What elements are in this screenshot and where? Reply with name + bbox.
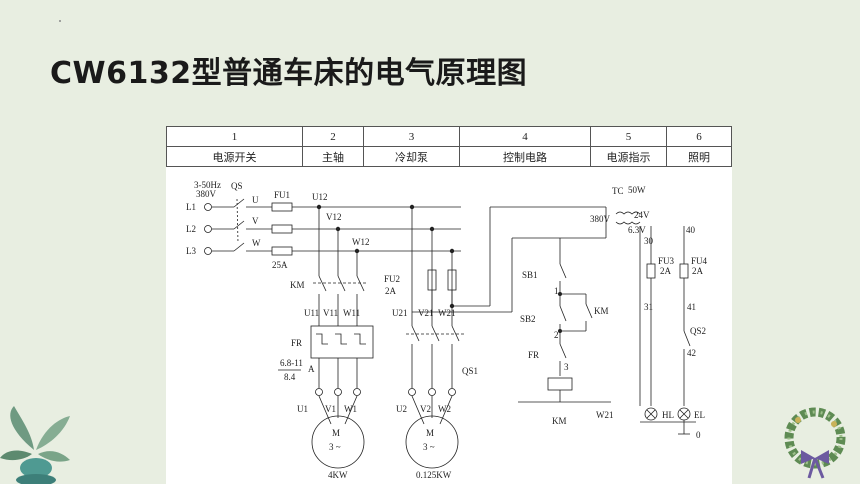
u21-label: U21 xyxy=(392,308,408,318)
zone-title: 照明 xyxy=(666,146,732,167)
qs2-label: QS2 xyxy=(690,326,706,336)
circuit-diagram: 3-50Hz 380V QS L1 L2 L3 U V W FU1 25A U1… xyxy=(186,180,708,480)
supply-frequency-label: 3-50Hz xyxy=(194,180,221,190)
motor1-power: 4KW xyxy=(328,470,348,480)
zone-number: 5 xyxy=(590,126,667,147)
l2-label: L2 xyxy=(186,224,196,234)
w2-label: W2 xyxy=(438,404,451,414)
zone-number-row: 1 2 3 4 5 6 xyxy=(166,126,732,147)
w-label: W xyxy=(252,238,261,248)
fr-setting-top: 6.8-11 xyxy=(280,358,303,368)
node-30: 30 xyxy=(644,236,654,246)
zone-title: 电源开关 xyxy=(166,146,303,167)
u2-label: U2 xyxy=(396,404,407,414)
l1-label: L1 xyxy=(186,202,196,212)
tc-label: TC xyxy=(612,186,624,196)
node-1: 1 xyxy=(554,286,559,296)
node-41: 41 xyxy=(687,302,696,312)
v21-label: V21 xyxy=(418,308,434,318)
w1-label: W1 xyxy=(344,404,357,414)
l3-label: L3 xyxy=(186,246,196,256)
node-42: 42 xyxy=(687,348,696,358)
fu1-label: FU1 xyxy=(274,190,290,200)
fu2-rating: 2A xyxy=(385,286,397,296)
node-2: 2 xyxy=(554,330,559,340)
node-0: 0 xyxy=(696,430,701,440)
v2-label: V2 xyxy=(420,404,431,414)
km-main-label: KM xyxy=(290,280,305,290)
w11-label: W11 xyxy=(343,308,360,318)
fr-unit: A xyxy=(308,364,315,374)
km-aux-label: KM xyxy=(594,306,609,316)
v11-label: V11 xyxy=(323,308,338,318)
sb2-label: SB2 xyxy=(520,314,536,324)
zone-title-row: 电源开关 主轴 冷却泵 控制电路 电源指示 照明 xyxy=(166,146,732,167)
motor1-m: M xyxy=(332,428,340,438)
tc-sec-6v3: 6.3V xyxy=(628,225,646,235)
hl-label: HL xyxy=(662,410,674,420)
zone-header-table: 1 2 3 4 5 6 电源开关 主轴 冷却泵 控制电路 电源指示 照明 xyxy=(166,126,732,167)
supply-voltage-label: 380V xyxy=(196,189,217,199)
fr-label: FR xyxy=(291,338,302,348)
speck-dot xyxy=(59,20,61,22)
schematic-sheet: 1 2 3 4 5 6 电源开关 主轴 冷却泵 控制电路 电源指示 照明 xyxy=(166,126,732,484)
fu4-rating: 2A xyxy=(692,266,704,276)
zone-number: 1 xyxy=(166,126,303,147)
node-40: 40 xyxy=(686,225,696,235)
fr-setting-bottom: 8.4 xyxy=(284,372,296,382)
motor2-power: 0.125KW xyxy=(416,470,452,480)
fu4-label: FU4 xyxy=(691,256,708,266)
fu3-label: FU3 xyxy=(658,256,675,266)
w21-ctrl-label: W21 xyxy=(596,410,614,420)
qs1-label: QS1 xyxy=(462,366,478,376)
motor1-phase: 3 ~ xyxy=(329,442,341,452)
zone-title: 主轴 xyxy=(302,146,364,167)
fr-ctrl-label: FR xyxy=(528,350,539,360)
zone-number: 6 xyxy=(666,126,732,147)
v1-label: V1 xyxy=(325,404,336,414)
v-label: V xyxy=(252,216,259,226)
motor2-phase: 3 ~ xyxy=(423,442,435,452)
qs-label: QS xyxy=(231,181,243,191)
zone-title: 电源指示 xyxy=(590,146,667,167)
v12-label: V12 xyxy=(326,212,342,222)
w21-label: W21 xyxy=(438,308,456,318)
u1-label: U1 xyxy=(297,404,308,414)
motor2-m: M xyxy=(426,428,434,438)
zone-number: 4 xyxy=(459,126,591,147)
fu1-rating: 25A xyxy=(272,260,288,270)
u-label: U xyxy=(252,195,259,205)
tc-sec-24v: 24V xyxy=(634,210,650,220)
zone-number: 3 xyxy=(363,126,460,147)
el-label: EL xyxy=(694,410,705,420)
km-coil-label: KM xyxy=(552,416,567,426)
zone-title: 控制电路 xyxy=(459,146,591,167)
sb1-label: SB1 xyxy=(522,270,538,280)
node-31: 31 xyxy=(644,302,653,312)
tc-primary: 380V xyxy=(590,214,611,224)
node-3: 3 xyxy=(564,362,569,372)
u11-label: U11 xyxy=(304,308,319,318)
w12-label: W12 xyxy=(352,237,370,247)
leaf-potted-plant-icon xyxy=(0,406,70,484)
zone-title: 冷却泵 xyxy=(363,146,460,167)
zone-number: 2 xyxy=(302,126,364,147)
wreath-with-bow-icon xyxy=(784,407,846,479)
u12-label: U12 xyxy=(312,192,328,202)
fu3-rating: 2A xyxy=(660,266,672,276)
tc-power: 50W xyxy=(628,185,646,195)
page-title: CW6132型普通车床的电气原理图 xyxy=(50,56,528,91)
fu2-label: FU2 xyxy=(384,274,400,284)
